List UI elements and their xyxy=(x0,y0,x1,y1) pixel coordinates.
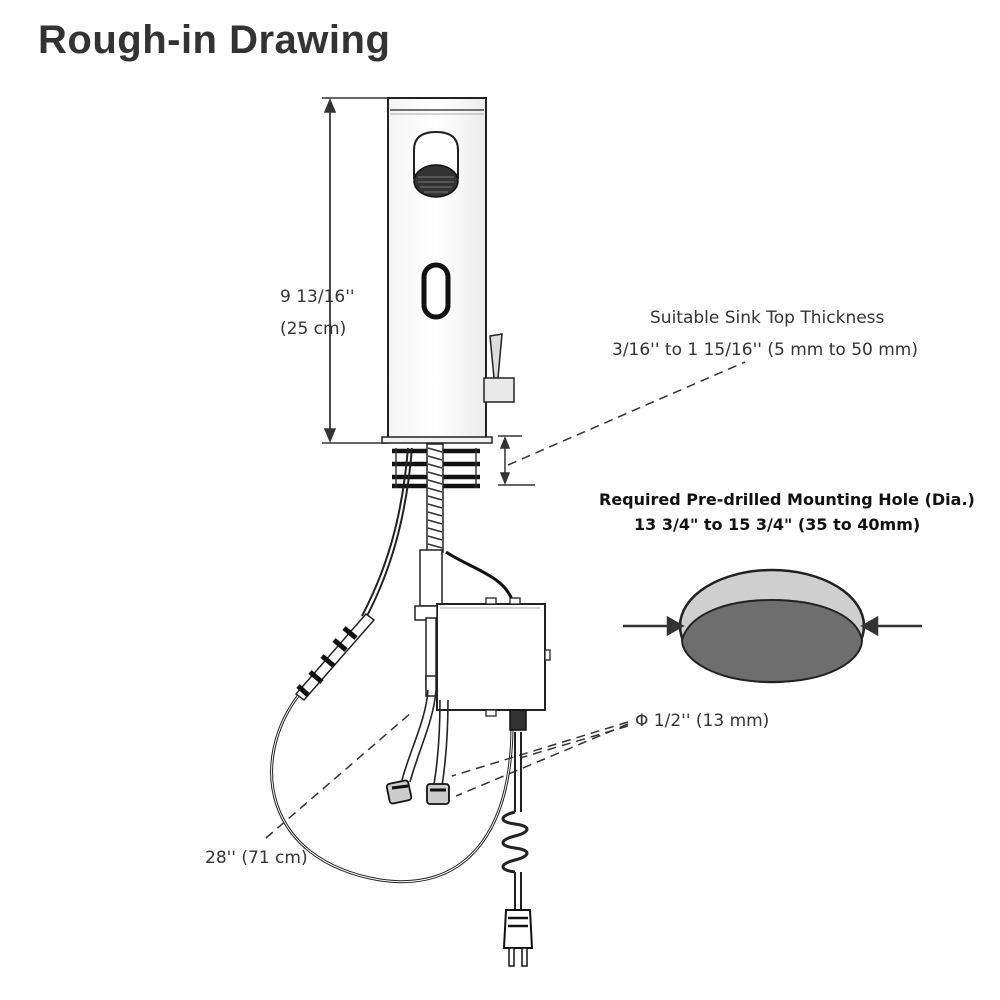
mixing-valve xyxy=(419,549,443,607)
hose-diameter-label: Φ 1/2'' (13 mm) xyxy=(635,711,770,731)
temperature-handle xyxy=(483,333,515,403)
mounting-hole-range-label: 13 3/4" to 15 3/4" (35 to 40mm) xyxy=(634,515,921,534)
sink-thickness-dimension xyxy=(498,361,746,486)
sensor-cable xyxy=(361,447,413,619)
braided-center-hose xyxy=(426,443,444,553)
mounting-hole-title-label: Required Pre-drilled Mounting Hole (Dia.… xyxy=(599,490,975,509)
cable-length-label: 28'' (71 cm) xyxy=(205,848,308,868)
sink-thickness-title-label: Suitable Sink Top Thickness xyxy=(650,308,885,328)
sink-thickness-range-label: 3/16'' to 1 15/16'' (5 mm to 50 mm) xyxy=(612,340,918,360)
power-cord xyxy=(501,709,529,910)
power-plug xyxy=(502,909,534,967)
mounting-hole-illustration xyxy=(678,568,866,684)
height-dimension-label: 9 13/16'' xyxy=(280,287,355,307)
supply-hoses xyxy=(401,689,449,787)
control-box xyxy=(436,597,551,717)
hose-diameter-leaders xyxy=(451,721,629,797)
page-title: Rough-in Drawing xyxy=(38,18,391,62)
hose-nut-right xyxy=(426,783,450,805)
mounting-bracket xyxy=(414,605,438,697)
mounting-hole-arrows xyxy=(623,615,922,637)
cable-connector xyxy=(294,612,376,702)
cable-length-leader xyxy=(265,711,413,839)
spout-outlet xyxy=(413,130,459,198)
base-plate xyxy=(381,436,493,444)
hose-nut-left xyxy=(385,779,413,805)
control-wire xyxy=(445,550,514,601)
height-dimension-line xyxy=(322,97,388,444)
sensor-window xyxy=(421,262,451,320)
